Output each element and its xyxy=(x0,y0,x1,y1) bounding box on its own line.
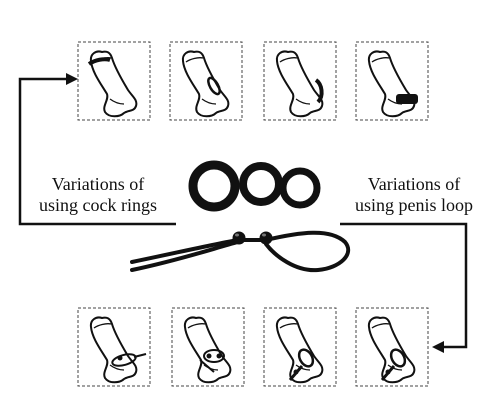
top-panels xyxy=(77,41,429,121)
panel-top-1 xyxy=(77,41,151,121)
penis-loop-product xyxy=(130,230,351,273)
caption-cock-rings-line-2: using cock rings xyxy=(39,195,157,215)
caption-penis-loop-line-1: Variations of xyxy=(367,174,461,194)
cock-rings-product xyxy=(188,160,321,212)
caption-penis-loop: Variations of using penis loop xyxy=(338,174,490,216)
panel-bottom-2 xyxy=(171,307,245,387)
panel-top-3 xyxy=(263,41,337,121)
panel-bottom-1 xyxy=(77,307,151,387)
panel-top-2 xyxy=(169,41,243,121)
caption-cock-rings-line-1: Variations of xyxy=(51,174,145,194)
panel-bottom-3 xyxy=(263,307,337,387)
caption-cock-rings: Variations of using cock rings xyxy=(18,174,178,216)
bottom-panels xyxy=(77,307,429,387)
right-connector-arrow xyxy=(340,222,468,353)
left-connector-arrow xyxy=(18,73,176,226)
caption-penis-loop-line-2: using penis loop xyxy=(354,195,473,215)
panel-top-4 xyxy=(355,41,429,121)
panel-bottom-4 xyxy=(355,307,429,387)
